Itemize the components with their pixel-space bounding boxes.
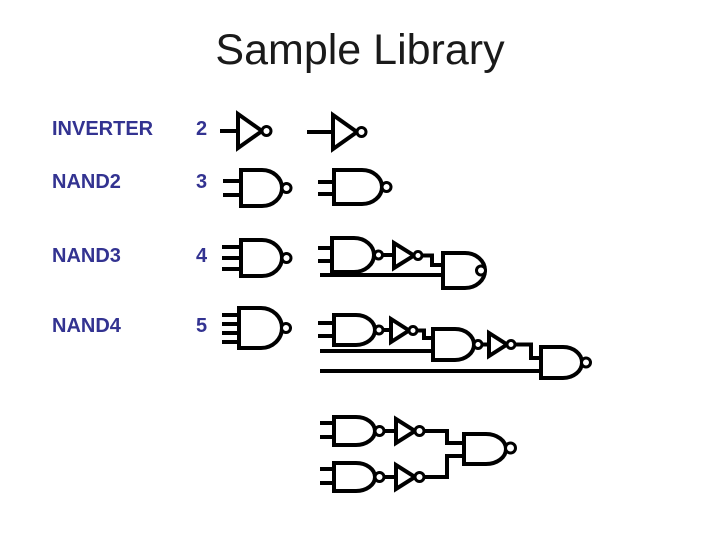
row-label-nand3: NAND3 [52,245,121,267]
row-count-nand3: 4 [196,245,208,267]
inverter-gate-icon [307,111,368,153]
row-label-nand4: NAND4 [52,315,121,337]
nand2-gate-icon [223,168,293,208]
inverter-gate-icon [487,329,517,360]
inverter-gate-icon [389,315,419,346]
slide-title: Sample Library [215,26,505,74]
wire [417,328,433,340]
nand2-inverter-nand2-cascade-icon [318,236,487,290]
row-count-nand2: 3 [196,171,208,193]
wire [424,429,464,445]
nand2-gate-icon [318,236,384,274]
nand2-gate-icon [318,313,385,347]
wire [422,253,443,267]
row-count-nand4: 5 [196,315,208,337]
inverter-gate-icon [392,239,424,272]
wire [515,342,541,360]
nand4-tree-circuit-icon [320,415,517,493]
nand3-gate-icon [222,238,293,278]
row-label-nand2: NAND2 [52,171,121,193]
nand2-inverter-double-cascade-icon [318,313,592,380]
nand4-gate-icon [222,306,292,350]
nand2-gate-icon [441,251,487,290]
row-label-inverter: INVERTER [52,118,154,140]
nand2-gate-icon [539,345,592,380]
wire [424,454,464,479]
inverter-gate-icon [394,461,426,493]
inverter-gate-icon [394,415,426,447]
nand2-gate-icon [320,415,386,447]
nand2-gate-icon [318,168,393,206]
inverter-gate-icon [220,110,273,152]
nand2-gate-icon [462,432,517,466]
row-count-inverter: 2 [196,118,208,140]
nand2-gate-icon [431,327,484,362]
nand2-gate-icon [320,461,386,493]
